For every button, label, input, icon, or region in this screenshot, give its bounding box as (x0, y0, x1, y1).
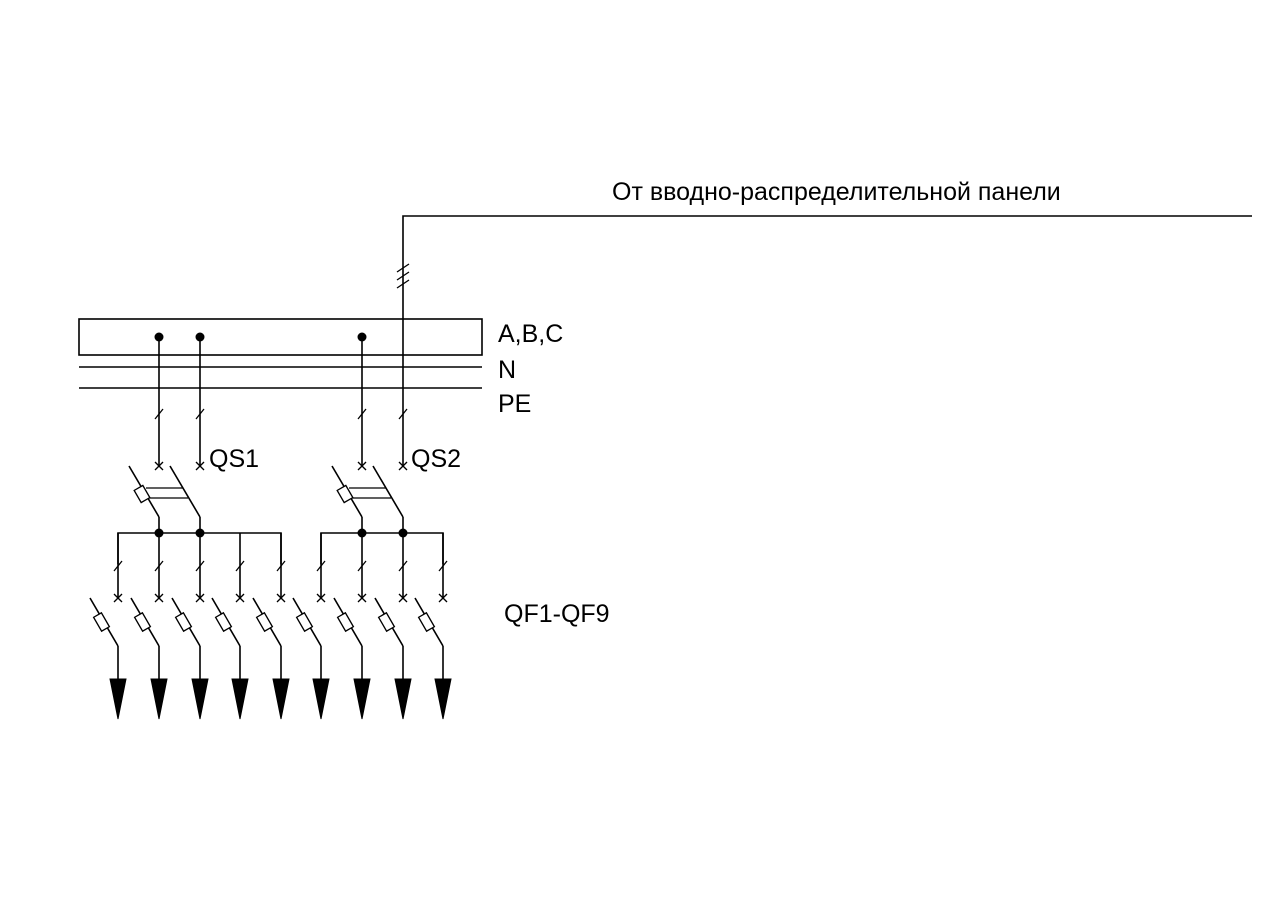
contact-cross (195, 593, 205, 603)
neutral-bus-label: N (498, 356, 516, 384)
incoming-label: От вводно-распределительной панели (612, 178, 1061, 206)
breaker-trip-element (417, 611, 436, 633)
contact-cross (195, 461, 205, 471)
contact-cross (235, 593, 245, 603)
phase-tick (154, 560, 164, 572)
breaker-trip-element (255, 611, 274, 633)
outgoing-arrow (312, 678, 330, 720)
breaker-qf7 (333, 533, 371, 720)
breaker-trip-element (214, 611, 233, 633)
switch-qs1 (128, 332, 205, 538)
switch-fuse-element (336, 484, 354, 504)
circuit-breakers (89, 533, 452, 720)
switch-qs1-label: QS1 (209, 445, 259, 473)
switch-qs2-label: QS2 (411, 445, 461, 473)
outgoing-arrow (272, 678, 290, 720)
phase-tick (195, 408, 205, 420)
breaker-trip-element (377, 611, 396, 633)
switch-fuse-element (133, 484, 151, 504)
contact-cross (276, 593, 286, 603)
switch-blade (169, 465, 201, 518)
phase-tick (276, 560, 286, 572)
breaker-qf8 (374, 533, 412, 720)
outgoing-arrow (353, 678, 371, 720)
breaker-trip-element (133, 611, 152, 633)
breaker-trip-element (174, 611, 193, 633)
outgoing-arrow (434, 678, 452, 720)
phase-tick (113, 560, 123, 572)
outgoing-arrow (394, 678, 412, 720)
contact-cross (398, 593, 408, 603)
breaker-trip-element (92, 611, 111, 633)
breaker-qf6 (292, 533, 330, 720)
breaker-qf4 (211, 533, 249, 720)
phase-tick (316, 560, 326, 572)
contact-cross (357, 593, 367, 603)
breaker-qf2 (130, 533, 168, 720)
incoming-feeder (396, 215, 1252, 337)
contact-cross (316, 593, 326, 603)
breaker-qf9 (414, 533, 452, 720)
outgoing-arrow (109, 678, 127, 720)
phase-tick (398, 408, 408, 420)
phase-bus-label: A,B,C (498, 320, 563, 348)
contact-cross (398, 461, 408, 471)
phase-tick (195, 560, 205, 572)
contact-cross (154, 593, 164, 603)
phase-tick (438, 560, 448, 572)
outgoing-arrow (191, 678, 209, 720)
breaker-qf5 (252, 533, 290, 720)
contact-cross (438, 593, 448, 603)
phase-tick (357, 560, 367, 572)
breaker-trip-element (336, 611, 355, 633)
pe-bus-label: PE (498, 390, 531, 418)
outgoing-arrow (231, 678, 249, 720)
contact-cross (154, 461, 164, 471)
breaker-trip-element (295, 611, 314, 633)
contact-cross (113, 593, 123, 603)
distribution-bar-2 (320, 532, 444, 564)
phase-tick (235, 560, 245, 572)
switch-blade (372, 465, 404, 518)
phase-tick (154, 408, 164, 420)
phase-busbar (78, 318, 483, 356)
breaker-qf1 (89, 533, 127, 720)
switch-qs2 (331, 332, 408, 538)
contact-cross (357, 461, 367, 471)
outgoing-arrow (150, 678, 168, 720)
breaker-qf3 (171, 533, 209, 720)
phase-tick (398, 560, 408, 572)
breakers-label: QF1-QF9 (504, 600, 610, 628)
phase-tick (357, 408, 367, 420)
